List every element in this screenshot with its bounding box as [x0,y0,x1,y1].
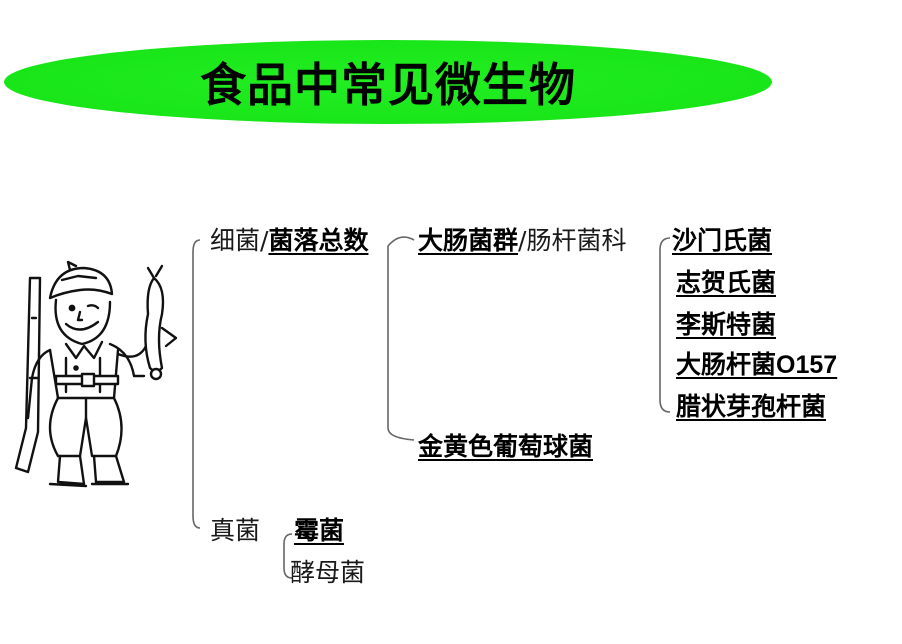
slash-separator: / [260,226,269,255]
node-ecoli-strain: O157 [776,351,838,379]
node-coliform-row: 大肠菌群/肠杆菌科 [418,226,626,256]
node-total-count: 菌落总数 [268,226,369,255]
title-ellipse [4,40,772,124]
node-fungi: 真菌 [210,516,261,545]
node-salmonella: 沙门氏菌 [672,226,773,255]
slash-separator: / [518,226,527,255]
node-ecoli-row: 大肠杆菌O157 [676,350,837,380]
node-mold: 霉菌 [294,516,345,545]
node-yeast: 酵母菌 [290,558,366,587]
fungi-bracket [283,533,293,579]
node-enterobacteriaceae: 肠杆菌科 [526,226,627,255]
node-listeria: 李斯特菌 [676,310,777,339]
count-to-coliform [387,236,415,247]
node-ecoli-prefix: 大肠杆菌 [676,350,777,379]
node-bacteria-row: 细菌/菌落总数 [210,226,368,256]
page-title: 食品中常见微生物 [200,58,576,112]
node-bacteria: 细菌 [210,226,261,255]
main-bracket [192,239,201,529]
entero-bracket [659,237,671,413]
node-staph: 金黄色葡萄球菌 [418,432,594,461]
hunter-icon [14,260,178,488]
node-coliform: 大肠菌群 [418,226,519,255]
node-shigella: 志贺氏菌 [676,268,777,297]
count-to-staph [387,246,415,441]
node-bacillus-cereus: 腊状芽孢杆菌 [676,392,827,421]
